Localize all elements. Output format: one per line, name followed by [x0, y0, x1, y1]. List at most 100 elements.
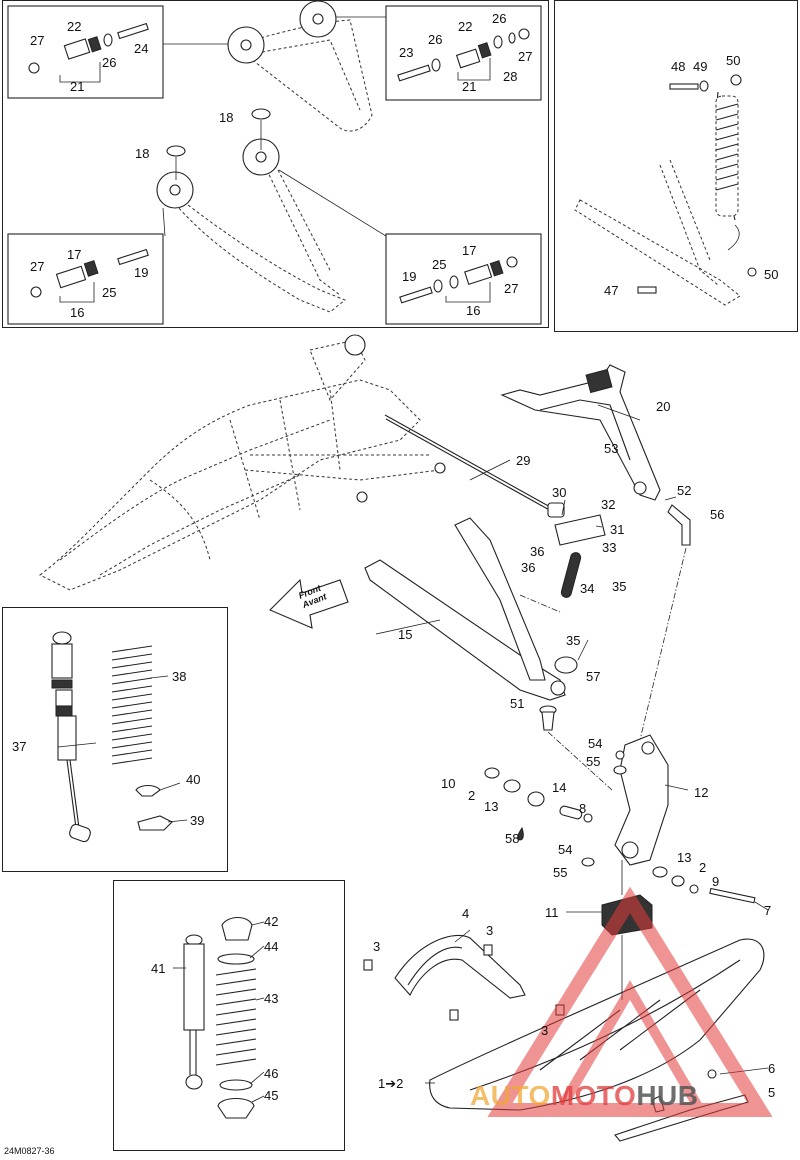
- callout-15: 15: [398, 627, 413, 642]
- inset-shock-mounting: [554, 0, 798, 332]
- spring-retainer-39: [137, 815, 173, 831]
- callout-26: 26: [428, 32, 443, 47]
- ski-handle: [394, 934, 526, 999]
- callout-30: 30: [552, 485, 567, 500]
- bolt-stack-lower-left: [30, 248, 149, 303]
- callout-22: 22: [67, 19, 82, 34]
- callout-47: 47: [604, 283, 619, 298]
- steering-spindle: [614, 734, 669, 866]
- callout-5: 5: [768, 1085, 776, 1100]
- callout-33: 33: [602, 540, 617, 555]
- callout-11: 11: [545, 905, 559, 920]
- document-code: 24M0827-36: [4, 1146, 55, 1156]
- callout-24: 24: [134, 41, 149, 56]
- shock-absorber-37: [51, 631, 91, 843]
- watermark-text: AUTOMOTOHUB: [470, 1080, 698, 1112]
- callout-32: 32: [601, 497, 616, 512]
- callout-18: 18: [135, 146, 150, 161]
- spring-adjuster-45: [217, 1097, 255, 1119]
- callout-3: 3: [486, 923, 494, 938]
- callout-34: 34: [580, 581, 595, 596]
- callout-46: 46: [264, 1066, 279, 1081]
- shock-absorber-41: [183, 934, 205, 1090]
- callout-23: 23: [399, 45, 414, 60]
- spring-seat-44: [217, 953, 255, 965]
- callout-16: 16: [466, 303, 481, 318]
- callout-37: 37: [12, 739, 27, 754]
- callout-29: 29: [516, 453, 531, 468]
- callout-4: 4: [462, 906, 470, 921]
- sway-bar-link: [384, 414, 553, 509]
- link-bracket: [554, 514, 606, 674]
- watermark-logo: [487, 886, 773, 1117]
- callout-21: 21: [70, 79, 85, 94]
- callout-41: 41: [151, 961, 166, 976]
- detail-box-upper-right: [385, 5, 542, 101]
- bolt-stack-upper-right: [397, 28, 530, 82]
- callout-17: 17: [462, 243, 477, 258]
- callout-44: 44: [264, 939, 279, 954]
- callout-52: 52: [677, 483, 692, 498]
- detail-box-lower-right: [385, 233, 542, 325]
- callout-39: 39: [190, 813, 205, 828]
- callout-3: 3: [373, 939, 381, 954]
- callout-54: 54: [558, 842, 573, 857]
- callout-20: 20: [656, 399, 671, 414]
- callout-2: 2: [468, 788, 476, 803]
- bolt-3a: [363, 959, 373, 971]
- bolt-3b: [483, 944, 493, 956]
- callout-12: 12: [694, 785, 709, 800]
- callout-36: 36: [521, 560, 536, 575]
- callout-53: 53: [604, 441, 619, 456]
- detail-box-upper-left: [7, 5, 164, 99]
- callout-40: 40: [186, 772, 201, 787]
- upper-a-arm-outline: [227, 0, 373, 132]
- callout-49: 49: [693, 59, 708, 74]
- bump-stop-42: [221, 916, 253, 941]
- callout-3: 3: [541, 1023, 549, 1038]
- callout-26: 26: [102, 55, 117, 70]
- bolt-stack-upper-left: [28, 22, 149, 83]
- callout-27: 27: [30, 259, 45, 274]
- callout-6: 6: [768, 1061, 776, 1076]
- tie-rod-end-56: [667, 504, 691, 546]
- callout-22: 22: [458, 19, 473, 34]
- pivot-hardware: [484, 750, 756, 904]
- bolt-stack-lower-right: [399, 256, 518, 304]
- callout-1-2: 1➔2: [378, 1076, 404, 1091]
- callout-35: 35: [612, 579, 627, 594]
- callout-16: 16: [70, 305, 85, 320]
- callout-57: 57: [586, 669, 601, 684]
- callout-42: 42: [264, 914, 279, 929]
- callout-35: 35: [566, 633, 581, 648]
- lower-a-arm: [364, 517, 566, 701]
- detail-box-lower-left: [7, 233, 164, 325]
- spring-seat-40: [135, 784, 161, 797]
- callout-10: 10: [441, 776, 456, 791]
- watermark-hub: HUB: [636, 1080, 699, 1111]
- shock-mount-view: [574, 74, 757, 306]
- callout-31: 31: [610, 522, 625, 537]
- callout-19: 19: [402, 269, 417, 284]
- callout-43: 43: [264, 991, 279, 1006]
- callout-51: 51: [510, 696, 525, 711]
- callout-55: 55: [586, 754, 601, 769]
- callout-28: 28: [503, 69, 518, 84]
- callout-27: 27: [30, 33, 45, 48]
- watermark-auto: AUTO: [470, 1080, 551, 1111]
- callout-50: 50: [764, 267, 779, 282]
- callout-50: 50: [726, 53, 741, 68]
- spring-retainer-46: [219, 1079, 253, 1091]
- callout-14: 14: [552, 780, 567, 795]
- callout-21: 21: [462, 79, 477, 94]
- callout-9: 9: [712, 874, 720, 889]
- callout-25: 25: [102, 285, 117, 300]
- lower-a-arm-outline: [156, 138, 346, 313]
- callout-27: 27: [518, 49, 533, 64]
- callout-26: 26: [492, 11, 507, 26]
- callout-7: 7: [764, 903, 772, 918]
- callout-13: 13: [677, 850, 692, 865]
- spring-43: [215, 968, 257, 1066]
